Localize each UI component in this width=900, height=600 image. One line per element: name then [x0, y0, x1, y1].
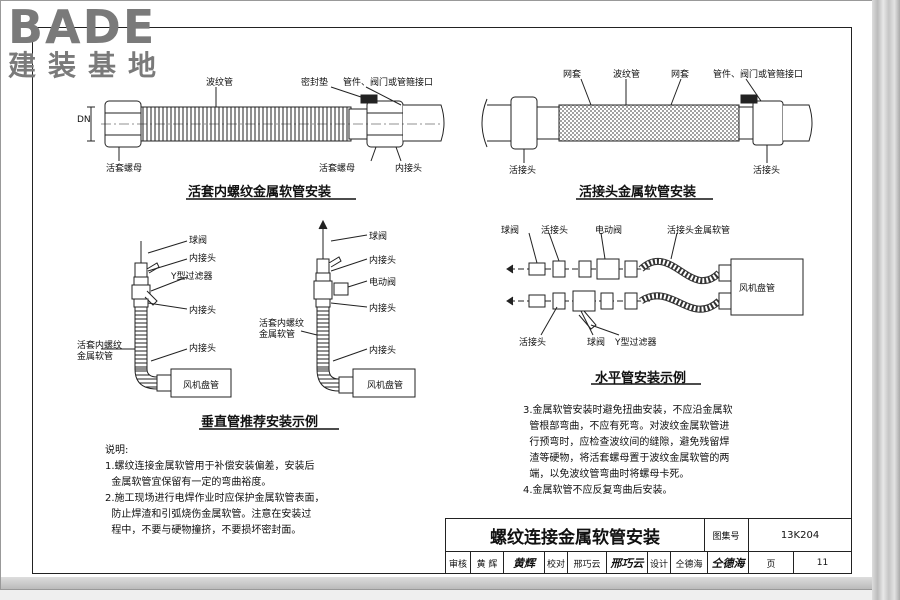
designer-signature: 仝德海	[708, 552, 749, 574]
page-stack-edge	[872, 0, 900, 600]
label-union: 活接头	[509, 166, 537, 176]
label-ball-valve-h: 球阀	[501, 226, 520, 236]
label-mesh: 网套	[563, 70, 582, 80]
label-ball-valve-r: 球阀	[369, 232, 388, 242]
title-horizontal-example: 水平管安装示例	[595, 371, 687, 386]
notes-left: 说明: 1.螺纹连接金属软管用于补偿安装偏差，安装后 金属软管宜保留有一定的弯曲…	[105, 443, 405, 539]
checker-name: 邢巧云	[568, 552, 607, 574]
label-dn: DN	[77, 115, 91, 125]
label-ball-valve-h2: 球阀	[587, 338, 606, 348]
title-block: 螺纹连接金属软管安装 图集号 13K204 审核 黄 辉 黄辉 校对 邢巧云 邢…	[445, 518, 851, 574]
page-label: 页	[749, 552, 794, 574]
label-fitting-interface-2: 管件、阀门或管箍接口	[713, 70, 804, 80]
title-vertical-example: 垂直管推荐安装示例	[201, 415, 319, 430]
label-fan-coil-h: 风机盘管	[739, 284, 776, 294]
label-union-hose-h: 活接头金属软管	[667, 226, 731, 236]
note-line: 端，以免波纹管弯曲时将螺母卡死。	[523, 469, 690, 480]
note-line: 2.施工现场进行电焊作业时应保护金属软管表面，	[105, 493, 325, 504]
label-loose-nut-hose: 活套内螺纹 金属软管	[77, 341, 123, 362]
label-ball-valve: 球阀	[189, 236, 208, 246]
designer-name: 仝德海	[671, 552, 708, 574]
label-corrugated-pipe-2: 波纹管	[613, 70, 641, 80]
note-line: 程中，不要与硬物撞挤，不要损坏密封面。	[105, 525, 302, 536]
title-loose-nut-hose: 活套内螺纹金属软管安装	[188, 185, 332, 200]
label-loose-nut: 活套螺母	[106, 164, 143, 174]
review-label: 审核	[446, 552, 471, 574]
note-line: 金属软管宜保留有一定的弯曲裕度。	[105, 477, 272, 488]
page-bottom-edge	[1, 577, 873, 589]
label-motor-valve-h: 电动阀	[595, 226, 623, 236]
label-inner-joint-v2: 内接头	[189, 306, 217, 316]
label-union-h: 活接头	[541, 226, 569, 236]
label-inner-joint-v1: 内接头	[189, 254, 217, 264]
check-label: 校对	[545, 552, 568, 574]
label-motor-valve: 电动阀	[369, 278, 397, 288]
note-line: 4.金属软管不应反复弯曲后安装。	[523, 485, 673, 496]
notes-right: 3.金属软管安装时避免扭曲安装，不应沿金属软 管根部弯曲，不应有死弯。对波纹金属…	[523, 403, 843, 499]
note-line: 行预弯时，应检查波纹间的缝隙，避免残留焊	[523, 437, 730, 448]
label-seal-gasket: 密封垫	[301, 78, 329, 88]
label-mesh-2: 网套	[671, 70, 690, 80]
atlas-number: 13K204	[749, 519, 851, 552]
notes-heading: 说明:	[105, 445, 129, 456]
label-fan-coil-r: 风机盘管	[367, 381, 404, 391]
drawing-sheet: 波纹管 密封垫 管件、阀门或管箍接口 DN 活套螺母 活套螺母 内接头 活套内螺…	[0, 0, 874, 590]
label-loose-nut-2: 活套螺母	[319, 164, 356, 174]
label-fan-coil: 风机盘管	[183, 381, 220, 391]
design-label: 设计	[648, 552, 671, 574]
label-y-filter-h: Y型过滤器	[615, 338, 657, 348]
label-loose-nut-hose-r: 活套内螺纹 金属软管	[259, 319, 305, 340]
reviewer-name: 黄 辉	[471, 552, 504, 574]
watermark-logo: BADE 建装基地	[8, 4, 168, 82]
label-union-2: 活接头	[753, 166, 781, 176]
drawing-frame	[32, 27, 852, 574]
label-inner-joint-r3: 内接头	[369, 346, 397, 356]
note-line: 1.螺纹连接金属软管用于补偿安装偏差，安装后	[105, 461, 315, 472]
label-inner-joint: 内接头	[395, 164, 423, 174]
title-union-hose: 活接头金属软管安装	[579, 185, 697, 200]
atlas-label: 图集号	[704, 519, 749, 552]
label-inner-joint-v3: 内接头	[189, 344, 217, 354]
reviewer-signature: 黄辉	[504, 552, 545, 574]
note-line: 渣等硬物，将活套螺母置于波纹金属软管的两	[523, 453, 730, 464]
label-union-h2: 活接头	[519, 338, 547, 348]
label-inner-joint-r2: 内接头	[369, 304, 397, 314]
label-inner-joint-r1: 内接头	[369, 256, 397, 266]
page-number: 11	[816, 558, 829, 568]
logo-subtitle: 建装基地	[8, 49, 169, 82]
logo-brand: BADE	[8, 0, 157, 54]
checker-signature: 邢巧云	[607, 552, 648, 574]
drawing-title: 螺纹连接金属软管安装	[446, 519, 705, 552]
note-line: 防止焊渣和引弧烧伤金属软管。注意在安装过	[105, 509, 312, 520]
label-corrugated-pipe: 波纹管	[206, 78, 234, 88]
label-fitting-interface: 管件、阀门或管箍接口	[343, 78, 434, 88]
note-line: 管根部弯曲，不应有死弯。对波纹金属软管进	[523, 421, 730, 432]
label-y-filter: Y型过滤器	[171, 272, 213, 282]
note-line: 3.金属软管安装时避免扭曲安装，不应沿金属软	[523, 405, 733, 416]
